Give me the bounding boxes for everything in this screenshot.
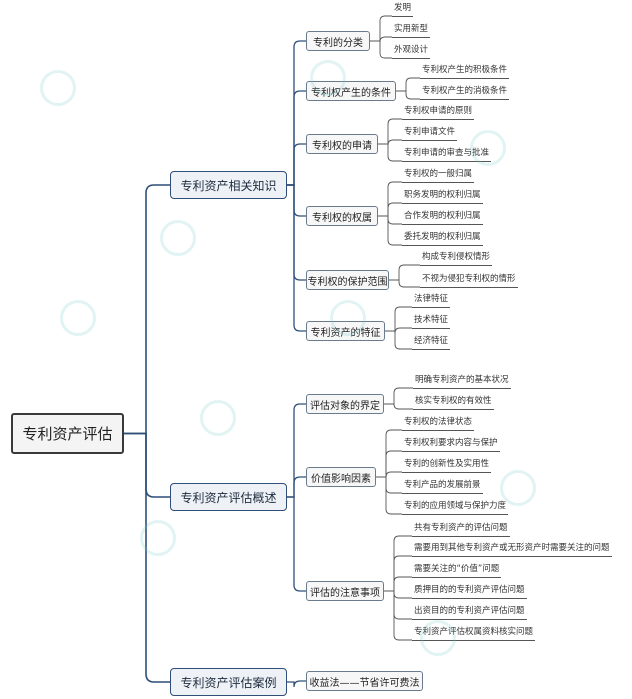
branch-2[interactable]: 专利资产评估概述 bbox=[170, 483, 287, 511]
connector-line bbox=[385, 330, 412, 350]
connector-line bbox=[287, 40, 306, 186]
connector-line bbox=[376, 476, 402, 515]
branch-1-topic-1[interactable]: 专利的分类 bbox=[306, 31, 370, 51]
branch-1-topic-2-leaf-2[interactable]: 专利权产生的消极条件 bbox=[420, 85, 510, 100]
branch-3[interactable]: 专利资产评估案例 bbox=[170, 668, 287, 696]
branch-2-topic-2-leaf-3[interactable]: 专利的创新性及实用性 bbox=[402, 458, 492, 473]
connector-line bbox=[124, 432, 170, 683]
branch-2-topic-3[interactable]: 评估的注意事项 bbox=[306, 581, 384, 601]
connector-line bbox=[287, 143, 306, 186]
branch-2-topic-3-leaf-3[interactable]: 需要关注的“价值”问题 bbox=[412, 563, 502, 578]
connector-line bbox=[389, 264, 420, 281]
connector-line bbox=[370, 40, 392, 59]
connector-line bbox=[287, 184, 306, 281]
connector-line bbox=[124, 184, 170, 435]
branch-1-topic-3[interactable]: 专利权的申请 bbox=[306, 134, 378, 154]
branch-1-topic-4[interactable]: 专利权的权属 bbox=[306, 206, 378, 226]
connector-line bbox=[384, 535, 412, 592]
branch-1-topic-1-leaf-1[interactable]: 发明 bbox=[392, 2, 414, 17]
connector-line bbox=[124, 432, 170, 498]
branch-2-topic-3-leaf-2[interactable]: 需要用到其他专利资产或无形资产时需要关注的问题 bbox=[412, 542, 612, 557]
connector-line bbox=[378, 202, 402, 217]
connector-line bbox=[287, 403, 306, 498]
connector-line bbox=[384, 403, 413, 410]
branch-1-topic-6[interactable]: 专利资产的特征 bbox=[306, 321, 385, 341]
branch-2-topic-2-leaf-2[interactable]: 专利权利要求内容与保护 bbox=[402, 437, 500, 452]
branch-1-topic-4-leaf-4[interactable]: 委托发明的权利归属 bbox=[402, 231, 483, 246]
branch-1-topic-6-leaf-1[interactable]: 法律特征 bbox=[412, 293, 451, 308]
connector-line bbox=[287, 184, 306, 332]
connector-line bbox=[396, 77, 420, 92]
branch-2-topic-1[interactable]: 评估对象的界定 bbox=[306, 394, 384, 414]
connector-line bbox=[384, 576, 412, 592]
branch-1-topic-5-leaf-2[interactable]: 不视为侵犯专利权的情形 bbox=[420, 273, 518, 288]
connector-line bbox=[385, 306, 412, 332]
branch-2-topic-1-leaf-1[interactable]: 明确专利资产的基本状况 bbox=[413, 374, 511, 389]
connector-line bbox=[287, 476, 306, 498]
connector-line bbox=[376, 429, 402, 478]
connector-line bbox=[384, 387, 413, 405]
connector-line bbox=[384, 590, 412, 641]
branch-1-topic-2[interactable]: 专利权产生的条件 bbox=[306, 81, 396, 101]
branch-2-topic-3-leaf-1[interactable]: 共有专利资产的评估问题 bbox=[412, 522, 510, 537]
branch-1-topic-5-leaf-1[interactable]: 构成专利侵权情形 bbox=[420, 251, 493, 266]
branch-1-topic-1-leaf-3[interactable]: 外观设计 bbox=[392, 44, 431, 59]
connector-line bbox=[389, 279, 420, 288]
branch-1-topic-2-leaf-1[interactable]: 专利权产生的积极条件 bbox=[420, 64, 510, 79]
branch-1-topic-3-leaf-1[interactable]: 专利权申请的原则 bbox=[402, 105, 475, 120]
connector-line bbox=[376, 450, 402, 478]
connector-line bbox=[287, 496, 306, 592]
connector-line bbox=[378, 215, 402, 225]
connector-line bbox=[287, 680, 306, 688]
branch-3-topic-1[interactable]: 收益法——节省许可费法 bbox=[306, 671, 423, 691]
branch-1-topic-6-leaf-2[interactable]: 技术特征 bbox=[412, 314, 451, 329]
connector-line bbox=[378, 118, 402, 145]
connector-line bbox=[384, 590, 412, 599]
connector-line bbox=[396, 90, 420, 100]
connector-line bbox=[376, 476, 402, 494]
connector-line bbox=[384, 590, 412, 620]
connector-line bbox=[378, 143, 402, 162]
branch-1-topic-5[interactable]: 专利权的保护范围 bbox=[306, 270, 389, 290]
connector-line bbox=[378, 215, 402, 246]
branch-2-topic-1-leaf-2[interactable]: 核实专利权的有效性 bbox=[413, 395, 494, 410]
branch-2-topic-3-leaf-4[interactable]: 质押目的的专利资产评估问题 bbox=[412, 584, 527, 599]
branch-1-topic-3-leaf-2[interactable]: 专利申请文件 bbox=[402, 126, 458, 141]
connector-line bbox=[287, 184, 306, 217]
connector-line bbox=[376, 471, 402, 478]
connector-line bbox=[385, 327, 412, 334]
connector-line bbox=[287, 90, 306, 186]
branch-2-topic-2-leaf-5[interactable]: 专利的应用领域与保护力度 bbox=[402, 500, 509, 515]
branch-2-topic-3-leaf-5[interactable]: 出资目的的专利资产评估问题 bbox=[412, 605, 527, 620]
connector-line bbox=[370, 15, 392, 42]
branch-2-topic-2-leaf-1[interactable]: 专利权的法律状态 bbox=[402, 416, 475, 431]
connector-line bbox=[384, 555, 412, 592]
branch-2-topic-2[interactable]: 价值影响因素 bbox=[306, 467, 376, 487]
branch-1-topic-3-leaf-3[interactable]: 专利申请的审查与批准 bbox=[402, 147, 492, 162]
branch-1-topic-6-leaf-3[interactable]: 经济特征 bbox=[412, 335, 451, 350]
branch-1[interactable]: 专利资产相关知识 bbox=[170, 171, 287, 199]
branch-2-topic-3-leaf-6[interactable]: 专利资产评估权属资料核实问题 bbox=[412, 626, 536, 641]
branch-1-topic-4-leaf-3[interactable]: 合作发明的权利归属 bbox=[402, 210, 483, 225]
branch-2-topic-2-leaf-4[interactable]: 专利产品的发展前景 bbox=[402, 479, 483, 494]
root-node[interactable]: 专利资产评估 bbox=[11, 413, 124, 454]
connector-line bbox=[378, 181, 402, 217]
branch-1-topic-4-leaf-2[interactable]: 职务发明的权利归属 bbox=[402, 189, 483, 204]
branch-1-topic-1-leaf-2[interactable]: 实用新型 bbox=[392, 23, 431, 38]
branch-1-topic-4-leaf-1[interactable]: 专利权的一般归属 bbox=[402, 168, 475, 183]
